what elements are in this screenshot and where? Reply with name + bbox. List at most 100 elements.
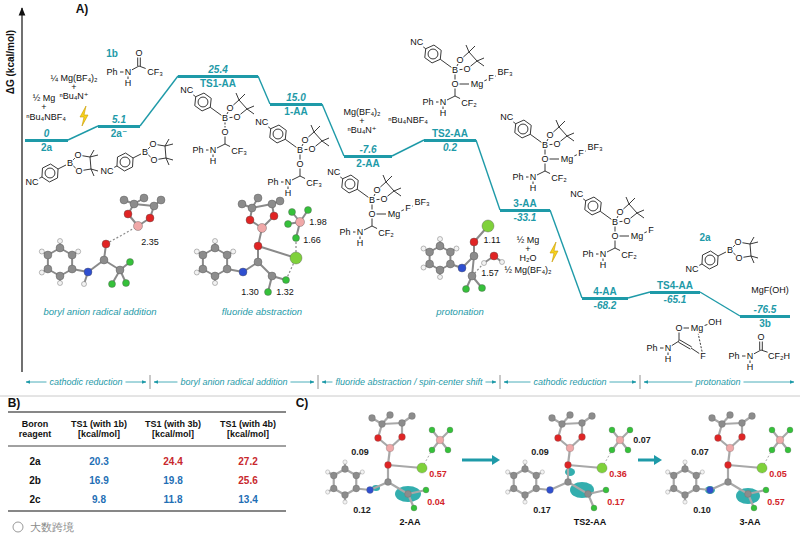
model-atom: [565, 462, 572, 469]
level-bar: [424, 139, 476, 142]
bond-line: [559, 121, 565, 127]
reagent-label: ⁿBu₄N⁺: [59, 91, 88, 101]
atom-label: H: [747, 362, 754, 372]
reagent-label: ¼ Mg(BF₄)₂: [50, 73, 97, 83]
model-atom: [776, 436, 784, 444]
model-atom: [56, 244, 64, 252]
atom-label: O: [616, 207, 623, 217]
atom-label: NC: [410, 37, 423, 47]
model-atom: [609, 447, 615, 453]
species-name: 1-AA: [270, 106, 322, 117]
bond-line: [364, 226, 372, 230]
spin-density: 0.05: [769, 469, 787, 479]
table-cell: 27.2: [238, 456, 257, 468]
bond-line: [545, 150, 546, 155]
bond-line: [679, 333, 680, 342]
model-atom: [211, 272, 219, 280]
model-atom: [591, 505, 597, 511]
bond-line: [90, 157, 91, 169]
reagent-label: H₂O: [520, 253, 537, 263]
spin-lobe: [736, 488, 760, 504]
bond-line: [412, 205, 414, 206]
bond-line: [316, 141, 322, 146]
bond-line: [268, 127, 270, 129]
spin-density: 0.17: [607, 497, 625, 507]
structure-label: 3-AA: [739, 517, 760, 527]
bond-line: [678, 342, 690, 349]
table-header: TS1 (with 3b) [kcal/mol]: [138, 419, 208, 440]
level-bar: [98, 125, 140, 128]
energy-value: 0.2: [424, 142, 476, 153]
bond-line: [423, 47, 425, 49]
model-atom: [44, 251, 52, 259]
bond-line: [550, 159, 560, 160]
aromatic-circle: [518, 124, 528, 134]
bond-line: [372, 205, 373, 210]
atom-label: NC: [686, 264, 699, 274]
atom-label: N: [747, 351, 754, 361]
model-atom: [763, 487, 769, 493]
model-atom: [609, 427, 615, 433]
bond-line: [629, 204, 637, 213]
model-atom: [367, 487, 374, 494]
bond-line: [537, 171, 545, 175]
atom-label: Mg: [471, 79, 484, 89]
bond-line: [233, 100, 239, 105]
model-atom: [715, 435, 722, 442]
reagent-label: MgF(OH): [751, 285, 789, 295]
model-atom: [447, 427, 453, 433]
model-atom: [757, 463, 767, 473]
atom-label: F: [700, 351, 706, 361]
model-atom: [146, 214, 154, 222]
reagent-label: +: [525, 244, 530, 254]
stage-label: fluoride abstraction / spin-center shift: [332, 377, 485, 387]
model-atom: [102, 240, 110, 248]
table-row-label: 2a: [29, 456, 40, 468]
panel-separator: [0, 396, 800, 397]
atom-label: F: [578, 148, 584, 158]
aromatic-circle: [588, 201, 598, 211]
spin-density: 0.57: [767, 497, 785, 507]
atom-label: O: [541, 154, 548, 164]
model-atom: [565, 479, 572, 486]
model-atom: [523, 460, 527, 464]
model-atom: [289, 209, 296, 216]
bond-line: [759, 342, 760, 351]
bond-line: [386, 182, 394, 191]
benzene-ring: [117, 153, 133, 171]
model-atom: [751, 505, 757, 511]
spin-density: 0.17: [533, 505, 551, 515]
bond-line: [308, 132, 314, 137]
bond-line: [281, 182, 284, 183]
atom-label: BF₃: [587, 142, 602, 152]
atom-label: O: [463, 64, 470, 74]
watermark: 大数跨境: [30, 521, 74, 534]
model-atom: [693, 485, 700, 492]
table-cell: 13.4: [238, 494, 257, 506]
bond-line: [241, 109, 247, 114]
model-atom: [769, 427, 775, 433]
bond-line: [353, 232, 356, 233]
energy-connector: [700, 292, 740, 316]
model-atom: [258, 224, 267, 233]
reagent-label: +: [71, 82, 76, 92]
atom-label: B: [542, 140, 548, 150]
atom-label: Mg: [691, 323, 704, 333]
bond-line: [140, 58, 141, 67]
atom-label: Ph: [339, 227, 350, 237]
atom-label: B: [297, 145, 303, 155]
compound-label: 1b: [106, 48, 118, 60]
model-atom: [343, 500, 347, 504]
bond-distance: 1.11: [484, 235, 501, 245]
atom-label: O: [451, 79, 458, 89]
model-atom: [426, 260, 434, 268]
bond-line: [388, 191, 394, 196]
model-atom: [482, 220, 494, 232]
energy-value: 5.1: [98, 114, 140, 125]
bond-line: [304, 149, 307, 150]
benzene-ring: [425, 45, 441, 63]
bond-line: [615, 227, 616, 232]
stage-divider: [318, 375, 319, 389]
bond-line: [743, 256, 751, 257]
energy-value: 25.4: [178, 64, 258, 75]
